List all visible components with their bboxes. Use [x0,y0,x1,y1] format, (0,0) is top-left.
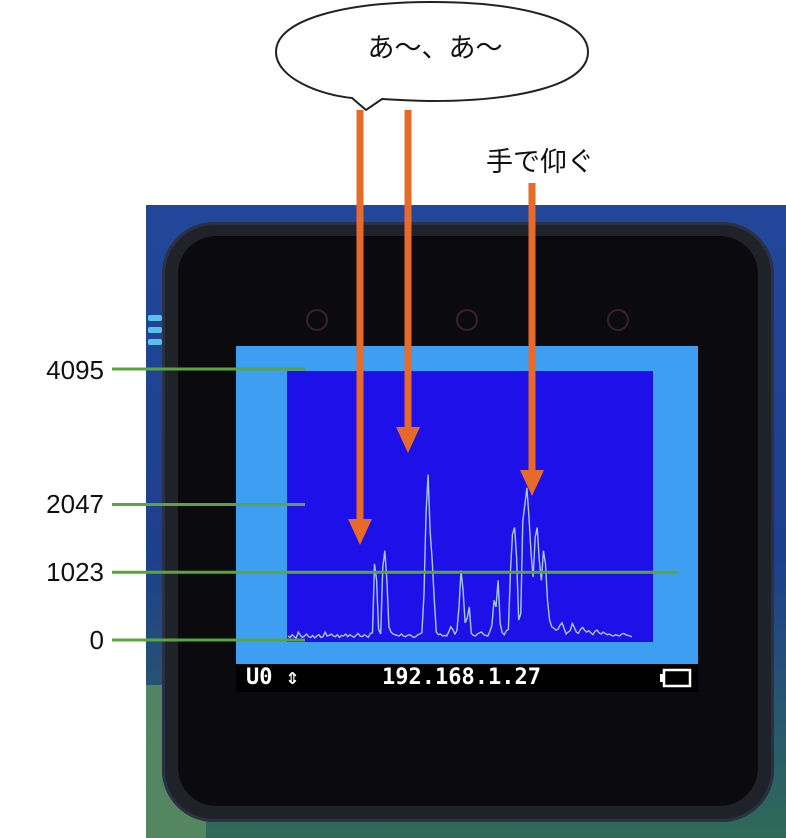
ip-address: 192.168.1.27 [382,665,541,690]
speech-bubble [274,0,590,112]
level-label-0: 0 [89,625,104,655]
arrow-fan [520,183,544,496]
waveform-series [287,474,633,640]
level-label-4095: 4095 [46,355,104,385]
status-bar: U0 ⇕ 192.168.1.27 [236,664,698,692]
arrow-voice-2 [396,110,420,453]
level-lines [112,367,678,642]
annotation-arrows [348,110,544,545]
board-pad [148,315,162,321]
arrow-voice-1 [348,110,372,545]
speech-bubble-text: あ～、あ～ [367,33,503,64]
board-pad [148,339,162,345]
status-left-text: U0 ⇕ [246,665,299,690]
sensor-dot [456,309,478,331]
sensor-dot [306,309,328,331]
plot-area [287,371,653,642]
battery-icon [660,668,692,694]
level-label-1023: 1023 [46,557,104,587]
sensor-dot [607,309,629,331]
level-label-2047: 2047 [46,489,104,519]
board-pad [148,327,162,333]
fan-label: 手で仰ぐ [486,147,594,178]
